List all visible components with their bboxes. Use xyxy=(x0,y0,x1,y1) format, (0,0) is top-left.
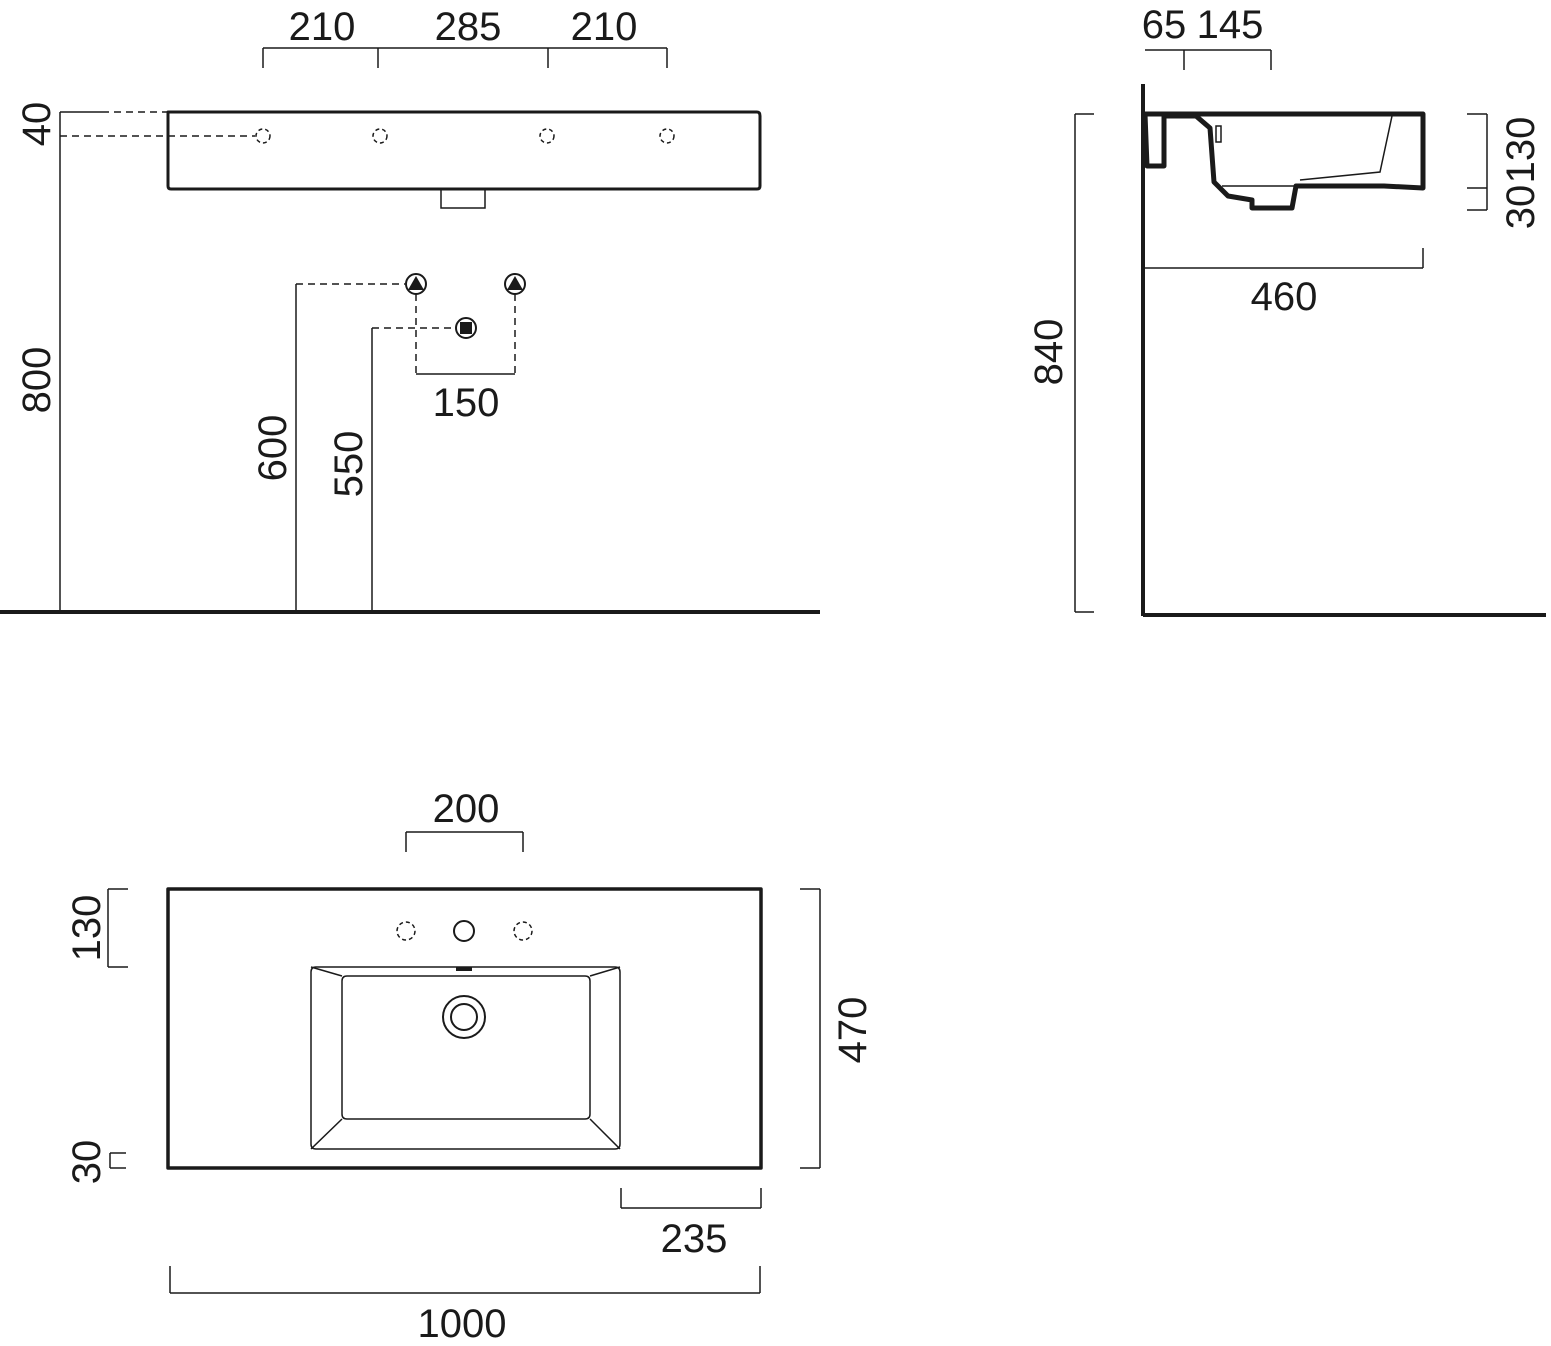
dim-back-deck: 130 xyxy=(65,895,109,962)
dim-supply-height: 600 xyxy=(251,415,295,482)
dim-hole-depth: 40 xyxy=(15,102,59,147)
dim-side-ledge: 235 xyxy=(661,1217,728,1261)
plan-basin-rim xyxy=(310,966,621,1150)
dim-total-height: 840 xyxy=(1027,319,1071,386)
plan-basin-slopes xyxy=(310,966,621,1150)
front-view: 210 285 210 40 800 600 550 xyxy=(0,5,820,614)
dim-width: 1000 xyxy=(418,1302,507,1346)
plan-tap-hole-left xyxy=(396,921,416,941)
front-drain-outlet xyxy=(440,189,486,209)
plan-drain-inner xyxy=(450,1003,478,1031)
plan-view: 200 130 30 470 235 xyxy=(65,787,875,1346)
dim-slab-thickness: 30 xyxy=(1499,185,1543,230)
dim-waste-height: 550 xyxy=(327,431,371,498)
dim-hole-offset: 145 xyxy=(1197,3,1264,47)
side-overflow-slot xyxy=(1215,125,1222,143)
dim-hole-right: 210 xyxy=(571,5,638,49)
side-projection-dimension xyxy=(1145,248,1424,269)
front-tap-hole xyxy=(372,128,388,144)
plan-overflow-mark xyxy=(456,967,472,971)
front-top-dimension-chain xyxy=(262,47,668,68)
front-tap-hole xyxy=(659,128,675,144)
waste-outlet-connection xyxy=(455,317,477,339)
side-view: 65 145 130 30 460 840 xyxy=(1027,3,1546,617)
dim-wall-offset: 65 xyxy=(1142,3,1187,47)
supply-inlet-right xyxy=(504,273,526,295)
side-right-dimension-chain xyxy=(1467,113,1488,211)
plan-tap-hole-centre xyxy=(453,920,475,942)
dim-depth: 470 xyxy=(831,997,875,1064)
dim-hole-spacing: 200 xyxy=(433,787,500,831)
front-tap-hole xyxy=(539,128,555,144)
side-basin-section xyxy=(1142,111,1426,211)
dim-hole-left: 210 xyxy=(289,5,356,49)
dim-hole-middle: 285 xyxy=(435,5,502,49)
side-height-dimension xyxy=(1074,113,1094,613)
dim-front-edge: 30 xyxy=(65,1140,109,1185)
dim-projection: 460 xyxy=(1251,275,1318,319)
plan-side-ledge-dimension xyxy=(620,1188,762,1209)
plan-tap-hole-right xyxy=(513,921,533,941)
plan-front-edge-dimension xyxy=(109,1152,126,1169)
side-top-dimension-chain xyxy=(1145,49,1272,70)
supply-inlet-left xyxy=(405,273,427,295)
plan-hole-spacing-dimension xyxy=(405,831,524,852)
dim-supply-spacing: 150 xyxy=(433,381,500,425)
side-basin-slope xyxy=(1299,115,1393,181)
front-basin-body xyxy=(166,110,762,191)
plan-depth-dimension xyxy=(800,888,821,1169)
plan-basin-floor xyxy=(341,975,591,1120)
plan-width-dimension xyxy=(169,1266,761,1294)
dim-rim-height: 800 xyxy=(15,347,59,414)
dim-basin-depth: 130 xyxy=(1499,117,1543,184)
plan-back-deck-dimension xyxy=(107,888,128,968)
front-tap-hole xyxy=(255,128,271,144)
